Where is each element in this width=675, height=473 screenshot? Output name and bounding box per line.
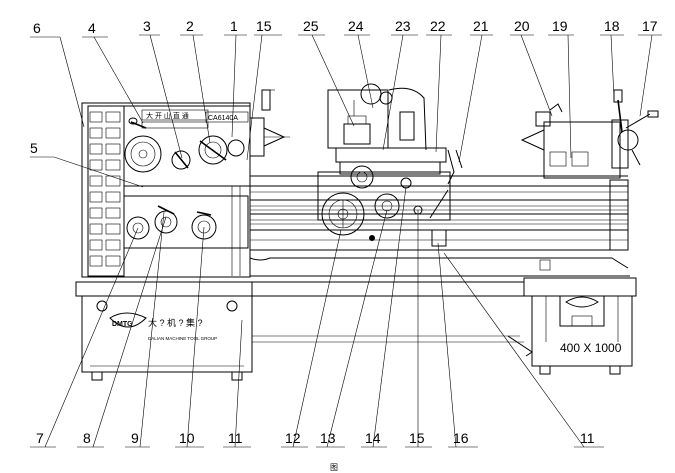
machine-size: 400 X 1000 [560, 341, 622, 355]
brand-logo: DMTG [112, 321, 133, 328]
callout-11-left: 11 [228, 430, 243, 446]
callout-23: 23 [395, 18, 411, 34]
callout-6: 6 [33, 20, 41, 36]
bottom-callouts: 7 8 9 10 11 12 13 14 15 16 11 [36, 430, 595, 446]
base-right: 400 X 1000 [523, 277, 637, 375]
top-callouts: 6 4 3 2 1 15 25 24 23 22 21 20 19 18 17 … [30, 18, 658, 156]
callout-19: 19 [552, 18, 568, 34]
base-middle [252, 281, 533, 357]
callout-5: 5 [30, 140, 38, 156]
callout-17: 17 [642, 18, 658, 34]
callout-8: 8 [83, 430, 91, 446]
headstock-model-plate: CA6140A [208, 115, 238, 122]
callout-9: 9 [131, 430, 139, 446]
callout-12: 12 [285, 430, 301, 446]
top-leader-lines [30, 34, 662, 188]
headstock-plate-chars: 大 开 山 直 通 [146, 111, 189, 120]
callout-15-bottom: 15 [409, 430, 425, 446]
bottom-leader-lines [30, 186, 604, 448]
callout-21: 21 [473, 18, 489, 34]
callout-1: 1 [230, 18, 238, 34]
callout-2: 2 [186, 18, 194, 34]
callout-4: 4 [88, 20, 96, 36]
callout-16: 16 [453, 430, 469, 446]
callout-15-top: 15 [256, 18, 272, 34]
spindle-chuck [249, 89, 290, 157]
callout-7: 7 [36, 430, 44, 446]
carriage-apron [317, 83, 463, 247]
lathe-bed [249, 175, 630, 277]
callout-3: 3 [143, 18, 151, 34]
callout-24: 24 [348, 18, 364, 34]
base-left: DMTG 大 ? 机 ? 集 ? DALIAN MACHINE TOOL GRO… [75, 281, 253, 381]
footer-mark: 图 [330, 463, 338, 472]
headstock: 大 开 山 直 通 CA6140A [81, 102, 251, 278]
tailstock [520, 89, 659, 179]
callout-25: 25 [303, 18, 319, 34]
callout-18: 18 [604, 18, 620, 34]
base-slogan: 大 ? 机 ? 集 ? [148, 317, 203, 328]
callout-10: 10 [179, 430, 195, 446]
callout-22: 22 [430, 18, 446, 34]
callout-20: 20 [514, 18, 530, 34]
base-company: DALIAN MACHINE TOOL GROUP [148, 336, 217, 341]
callout-14: 14 [365, 430, 381, 446]
callout-13: 13 [320, 430, 336, 446]
callout-11-right: 11 [580, 430, 595, 446]
